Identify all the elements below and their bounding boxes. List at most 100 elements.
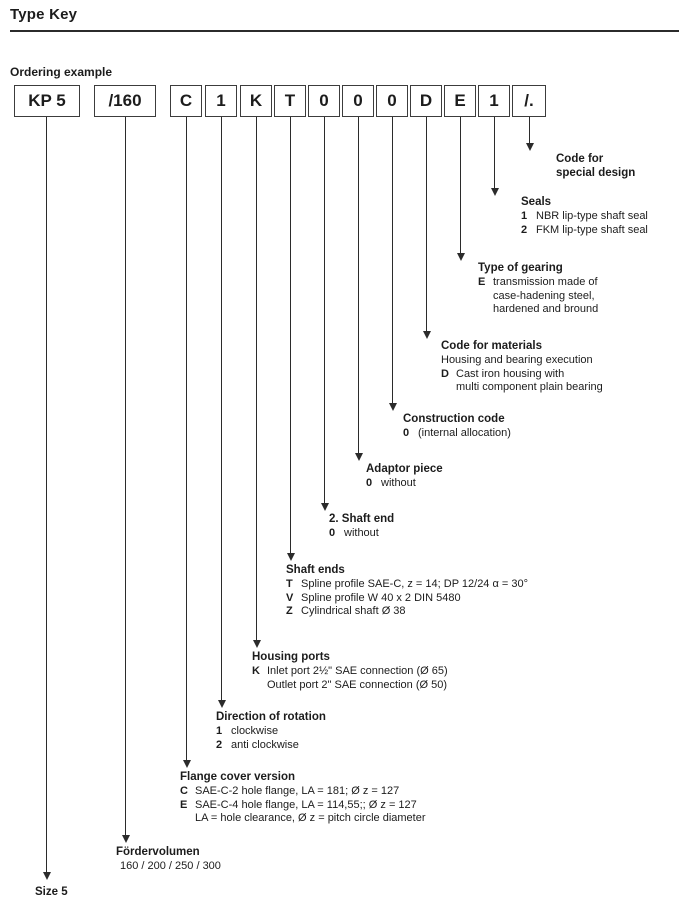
arrow-head-icon: [286, 553, 295, 561]
arrow-rotation: [217, 117, 226, 708]
item-key: [180, 812, 195, 826]
legend-heading: Code for special design: [556, 153, 636, 179]
legend-item: case-hadening steel,: [478, 290, 598, 304]
legend-item: K Inlet port 2½" SAE connection (Ø 65): [252, 665, 448, 679]
item-key: C: [180, 785, 188, 797]
item-key: [478, 290, 493, 304]
legend-materials: Code for materials Housing and bearing e…: [441, 339, 603, 395]
arrow-foerdervolumen: [121, 117, 130, 843]
legend-item: V Spline profile W 40 x 2 DIN 5480: [286, 592, 528, 606]
item-key: 0: [366, 477, 373, 489]
item-key: E: [180, 798, 188, 811]
legend-item: 2 anti clockwise: [216, 739, 326, 753]
item-key: T: [286, 578, 293, 590]
legend-heading: Direction of rotation: [216, 711, 326, 723]
item-key: 0: [403, 427, 410, 439]
legend-heading: Shaft ends: [286, 564, 345, 576]
arrow-head-icon: [252, 640, 261, 648]
legend-flange: Flange cover version C SAE-C-2 hole flan…: [180, 770, 426, 826]
code-box-flange-cover: C: [170, 85, 202, 117]
code-box-rotation: 1: [205, 85, 237, 117]
item-text: without: [344, 527, 379, 539]
legend-heading: Type of gearing: [478, 262, 563, 274]
item-key: K: [252, 665, 260, 677]
legend-heading: Size 5: [35, 886, 68, 898]
item-key: 1: [521, 210, 528, 222]
item-key: E: [478, 276, 486, 288]
item-text: SAE-C-2 hole flange, LA = 181; Ø z = 127: [195, 785, 400, 797]
arrow-head-icon: [121, 835, 130, 843]
item-key: 0: [329, 527, 336, 539]
legend-special-design: Code for special design: [556, 152, 635, 181]
legend-heading: Adaptor piece: [366, 463, 443, 475]
legend-item: hardened and bround: [478, 303, 598, 317]
item-text: without: [381, 477, 416, 489]
item-text: Cylindrical shaft Ø 38: [301, 605, 406, 617]
item-key: 2: [216, 738, 223, 751]
item-text: Spline profile W 40 x 2 DIN 5480: [301, 591, 461, 604]
item-text: multi component plain bearing: [456, 381, 603, 393]
code-box-special-design: /.: [512, 85, 546, 117]
legend-heading: Seals: [521, 196, 552, 208]
legend-item: Z Cylindrical shaft Ø 38: [286, 605, 528, 619]
arrow-housing-ports: [252, 117, 261, 648]
arrow-head-icon: [42, 872, 51, 880]
legend-item: multi component plain bearing: [441, 381, 603, 395]
legend-subheading: Housing and bearing execution: [441, 354, 593, 366]
item-key: 2: [521, 223, 528, 236]
arrow-head-icon: [456, 253, 465, 261]
item-key: Z: [286, 605, 293, 617]
legend-heading: Code for materials: [441, 340, 542, 352]
page-title: Type Key: [10, 6, 78, 23]
arrow-head-icon: [490, 188, 499, 196]
item-key: [441, 381, 456, 395]
legend-item: 0 (internal allocation): [403, 427, 511, 441]
item-key: V: [286, 591, 294, 604]
legend-adaptor: Adaptor piece 0 without: [366, 462, 443, 491]
legend-values: 160 / 200 / 250 / 300: [120, 860, 221, 872]
item-text: hardened and bround: [493, 303, 599, 315]
legend-seals: Seals 1 NBR lip-type shaft seal 2 FKM li…: [521, 195, 648, 237]
arrow-adaptor-piece: [354, 117, 363, 461]
item-text: Cast iron housing with: [456, 367, 565, 380]
legend-heading: Flange cover version: [180, 771, 296, 783]
code-box-housing-ports: K: [240, 85, 272, 117]
code-box-adaptor-piece: 0: [342, 85, 374, 117]
arrow-shaft-end-2: [320, 117, 329, 511]
legend-heading: Construction code: [403, 413, 505, 425]
code-box-size: KP 5: [14, 85, 80, 117]
arrow-head-icon: [182, 760, 191, 768]
item-key: 1: [216, 725, 223, 737]
arrow-head-icon: [422, 331, 431, 339]
code-box-construction: 0: [376, 85, 408, 117]
legend-item: E transmission made of: [478, 276, 598, 290]
legend-shaft-end-2: 2. Shaft end 0 without: [329, 512, 394, 541]
code-box-shaft-end-2: 0: [308, 85, 340, 117]
legend-gearing: Type of gearing E transmission made of c…: [478, 261, 598, 317]
legend-item: 0 without: [329, 527, 394, 541]
arrow-size: [42, 117, 51, 880]
ordering-example-label: Ordering example: [10, 65, 113, 79]
arrow-shaft-ends: [286, 117, 295, 561]
legend-item: Outlet port 2" SAE connection (Ø 50): [252, 679, 448, 693]
item-text: FKM lip-type shaft seal: [536, 223, 648, 236]
item-text: NBR lip-type shaft seal: [536, 210, 648, 222]
arrow-materials: [422, 117, 431, 339]
legend-housing-ports: Housing ports K Inlet port 2½" SAE conne…: [252, 650, 448, 692]
legend-shaft-ends: Shaft ends T Spline profile SAE-C, z = 1…: [286, 563, 528, 619]
legend-size: Size 5: [35, 885, 68, 900]
item-text: case-hadening steel,: [493, 289, 595, 302]
item-text: SAE-C-4 hole flange, LA = 114,55;; Ø z =…: [195, 798, 417, 811]
item-text: transmission made of: [493, 276, 598, 288]
code-box-foerdervolumen: /160: [94, 85, 156, 117]
item-key: [252, 679, 267, 693]
arrow-head-icon: [320, 503, 329, 511]
legend-rotation: Direction of rotation 1 clockwise 2 anti…: [216, 710, 326, 752]
title-rule: [10, 30, 679, 32]
item-text: Outlet port 2" SAE connection (Ø 50): [267, 678, 447, 691]
legend-heading: Fördervolumen: [116, 846, 200, 858]
legend-item: 2 FKM lip-type shaft seal: [521, 224, 648, 238]
legend-heading: 2. Shaft end: [329, 513, 395, 525]
code-box-materials: D: [410, 85, 442, 117]
